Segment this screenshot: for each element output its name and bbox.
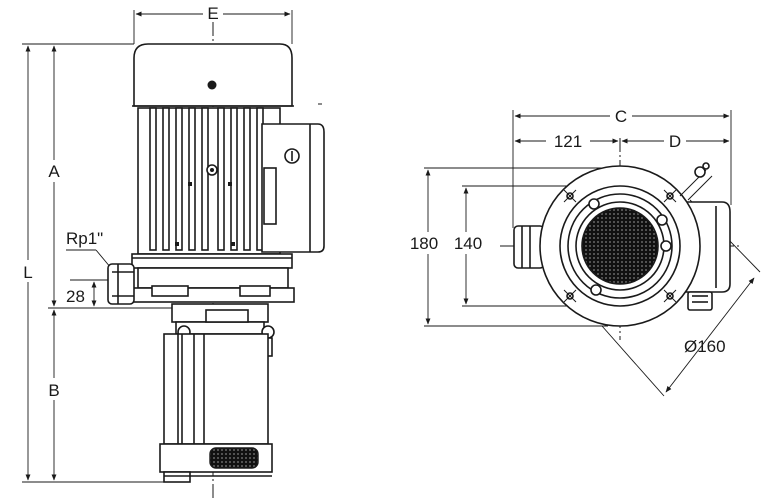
dim-e-label: E — [207, 4, 218, 23]
dim-121-label: 121 — [554, 132, 582, 151]
top-outlet-port — [513, 225, 545, 269]
dimension-l: L — [18, 45, 38, 481]
dim-rp-label: Rp1" — [66, 229, 103, 248]
top-cable-gland-icon — [687, 291, 713, 311]
suction-strainer-icon — [209, 447, 259, 469]
dimension-121-d: 121 D — [514, 130, 730, 152]
dim-180-label: 180 — [410, 234, 438, 253]
cover-bolt-icon — [207, 80, 217, 90]
motor-fan-cover — [132, 43, 294, 107]
dimension-diameter: Ø160 — [601, 199, 761, 397]
dim-dia-label: Ø160 — [684, 337, 726, 356]
dimension-a: A — [44, 45, 64, 307]
top-strainer-icon — [581, 207, 659, 285]
dim-140-label: 140 — [454, 234, 482, 253]
dimension-180: 180 — [404, 167, 608, 327]
dimension-e: E — [133, 3, 293, 44]
dim-a-label: A — [48, 162, 60, 181]
top-eyebolt-icon — [694, 166, 706, 178]
immersion-column — [159, 333, 273, 483]
motor-flange — [131, 253, 295, 303]
outlet-port — [107, 263, 135, 305]
dim-c-label: C — [615, 107, 627, 126]
dim-l-label: L — [23, 263, 32, 282]
dim-d-label: D — [669, 132, 681, 151]
side-view: E L A B Rp1" — [18, 3, 325, 498]
dimension-c: C — [512, 104, 732, 228]
top-view: C 121 D 180 140 — [404, 104, 761, 397]
dimension-140: 140 — [448, 185, 570, 307]
top-flange — [539, 165, 701, 327]
top-eyebolt — [679, 162, 713, 201]
dimension-b: B — [44, 309, 64, 481]
terminal-box — [261, 103, 325, 253]
dim-b-label: B — [48, 381, 59, 400]
dim-28-label: 28 — [66, 287, 85, 306]
motor-body — [137, 107, 281, 255]
